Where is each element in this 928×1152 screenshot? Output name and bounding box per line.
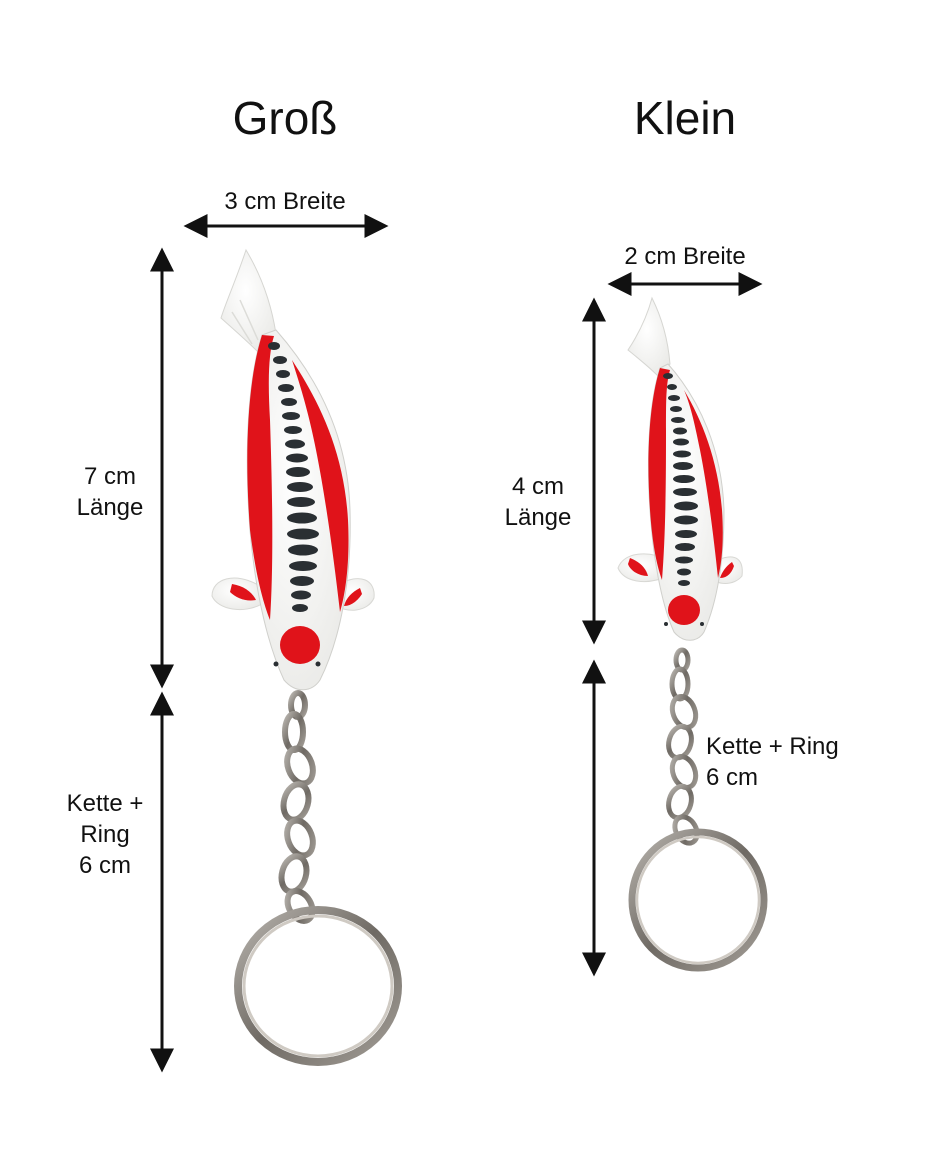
small-width-label: 2 cm Breite	[624, 243, 746, 270]
large-chain-and-ring	[234, 690, 402, 1066]
large-width-label: 3 cm Breite	[224, 188, 346, 215]
large-length-label: 7 cm Länge	[76, 463, 144, 521]
large-koi-keychain	[211, 248, 375, 691]
small-koi-keychain	[617, 296, 743, 641]
small-length-label: 4 cm Länge	[504, 473, 572, 531]
small-title: Klein	[633, 92, 737, 144]
large-chain-label: Kette + Ring 6 cm	[66, 790, 144, 879]
small-chain-and-ring	[628, 647, 768, 972]
large-title: Groß	[232, 92, 338, 144]
small-chain-label: Kette + Ring 6 cm	[706, 733, 839, 791]
